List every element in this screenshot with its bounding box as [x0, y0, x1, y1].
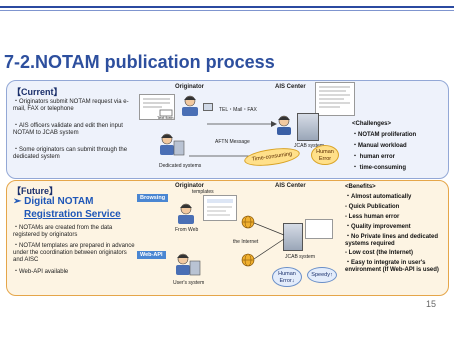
aftn-message-label: AFTN Message: [215, 139, 250, 145]
benefit-item-6: - Low cost (the Internet): [345, 250, 413, 256]
webapi-tag: Web-API: [137, 251, 166, 259]
future-panel: 【Future】 ➢ Digital NOTAM Registration Se…: [6, 180, 449, 296]
web-originator-icon: [173, 203, 199, 230]
current-panel: 【Current】 ・Originators submit NOTAM requ…: [6, 80, 449, 179]
jcab-server-icon: [297, 113, 319, 141]
benefit-item-2: - Quick Publication: [345, 204, 400, 210]
speedy-bubble: Speedy↑: [307, 267, 337, 283]
templates-document-icon: [203, 195, 237, 221]
from-web-label: From Web: [175, 227, 199, 233]
browsing-tag: Browsing: [137, 194, 169, 202]
current-ais-label: AIS Center: [275, 84, 306, 90]
connection-lines-icon: [252, 221, 286, 268]
human-error-down-bubble: Human Error↓: [272, 267, 302, 287]
current-bullet-3: ・Some originators can submit through the…: [13, 147, 128, 160]
challenge-item-3: ・ human error: [352, 154, 396, 160]
future-notam-doc-icon: [305, 219, 333, 239]
notam-text-document-icon: [315, 82, 355, 116]
computer-icon: [203, 103, 213, 111]
slide-title: 7-2.NOTAM publication process: [4, 52, 275, 72]
current-bullet-2: ・AIS officers validate and edit then inp…: [13, 123, 123, 136]
human-error-bubble: Human Error: [311, 145, 339, 165]
future-heading: 【Future】: [12, 186, 58, 196]
arrow-to-ais-icon: [207, 114, 277, 132]
benefit-item-5: ・No Private lines and dedicated systems …: [345, 234, 439, 247]
current-jcab-label: JCAB system: [294, 143, 325, 149]
challenges-heading: <Challenges>: [352, 121, 392, 127]
current-heading: 【Current】: [12, 87, 63, 97]
header-rule: [0, 6, 454, 8]
future-bullet-2: ・NOTAM templates are prepared in advance…: [13, 243, 135, 263]
service-title-line2: Registration Service: [24, 209, 121, 220]
internet-globe-icon-bottom: [241, 253, 255, 272]
benefit-item-7: ・Easy to integrate in user's environment…: [345, 260, 439, 273]
future-ais-label: AIS Center: [275, 183, 306, 189]
tel-mail-fax-label: TEL・Mail・FAX: [219, 107, 257, 113]
benefit-item-1: ・Almost automatically: [345, 194, 412, 200]
service-title-line1: ➢ Digital NOTAM: [13, 196, 94, 207]
dedicated-person-icon: [157, 133, 185, 162]
future-jcab-label: JCAB system: [285, 254, 316, 260]
benefit-item-4: ・Quality improvement: [345, 224, 411, 230]
the-internet-label: the Internet: [233, 239, 259, 245]
future-originator-label: Originator: [175, 183, 205, 189]
page-number: 15: [426, 299, 437, 309]
current-originator-label: Originator: [175, 84, 205, 90]
future-bullet-3: ・Web-API available: [13, 269, 69, 275]
header-rule-thin: [0, 10, 454, 11]
text-form-label: Text form: [157, 115, 174, 120]
internet-globe-icon-top: [241, 215, 255, 234]
templates-label: templates: [192, 189, 214, 195]
benefits-heading: <Benefits>: [345, 184, 376, 190]
challenge-item-4: ・ time-consuming: [352, 165, 407, 171]
challenge-item-1: ・NOTAM proliferation: [352, 132, 417, 138]
future-bullet-1: ・NOTAMs are created from the data regist…: [13, 225, 113, 238]
text-form-document-icon: [139, 94, 175, 120]
originator-person-icon: [177, 95, 203, 122]
dedicated-systems-label: Dedicated systems: [159, 163, 202, 169]
benefit-item-3: - Less human error: [345, 214, 400, 220]
user-system-icon: [173, 253, 201, 282]
ais-officer-icon: [273, 115, 295, 140]
future-jcab-server-icon: [283, 223, 303, 251]
users-system-label: User's system: [173, 280, 205, 286]
challenge-item-2: ・Manual workload: [352, 143, 407, 149]
current-bullet-1: ・Originators submit NOTAM request via e-…: [13, 99, 129, 112]
